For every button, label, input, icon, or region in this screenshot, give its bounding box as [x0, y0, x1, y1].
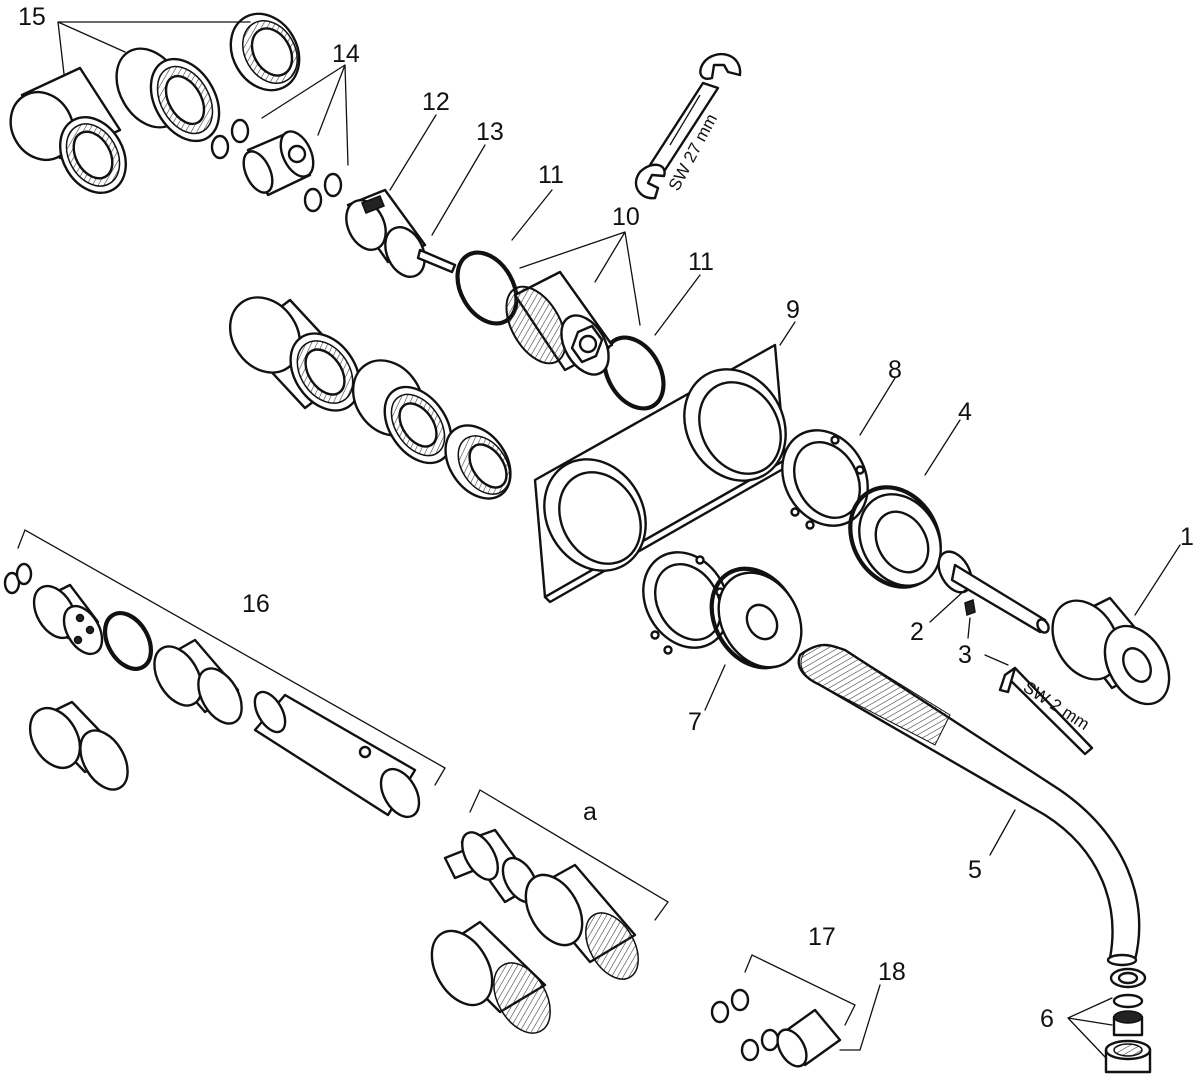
part-16-seals — [3, 562, 33, 595]
part-2-handle — [937, 550, 1050, 634]
label-12: 12 — [422, 88, 450, 116]
label-9: 9 — [786, 296, 800, 324]
part-8-rosette — [781, 429, 869, 530]
hex-key-tool — [998, 666, 1094, 756]
label-11-upper: 11 — [538, 161, 564, 189]
part-18-clip — [776, 1008, 842, 1068]
label-2: 2 — [910, 618, 924, 646]
group-a-nut — [430, 920, 551, 1034]
part-16-tube — [253, 690, 421, 819]
part-17-check-valves — [710, 988, 780, 1062]
part-14-seals-and-valve — [210, 118, 343, 213]
part-11-o-ring-upper — [455, 250, 519, 326]
label-8: 8 — [888, 356, 902, 384]
part-3-set-screw — [964, 598, 976, 617]
part-16-adapter — [153, 638, 243, 725]
part-6-aerator-set — [1104, 967, 1152, 1074]
part-15-ring — [229, 12, 301, 92]
label-6: 6 — [1040, 1005, 1054, 1033]
part-15-sleeve-large — [9, 66, 127, 194]
label-11-lower: 11 — [688, 248, 714, 276]
label-a: a — [583, 798, 597, 826]
part-15-sleeve-medium — [115, 47, 221, 143]
label-18: 18 — [878, 958, 906, 986]
label-4: 4 — [958, 398, 972, 426]
part-16-o-ring — [102, 611, 154, 671]
part-5-spout — [797, 643, 1141, 967]
part-4-seal — [848, 485, 942, 589]
label-1: 1 — [1180, 523, 1194, 551]
part-9-cover-plate — [533, 343, 792, 604]
wrench-tool — [634, 53, 742, 200]
part-10-valve-body — [505, 270, 614, 376]
label-13: 13 — [476, 118, 504, 146]
label-3: 3 — [958, 641, 972, 669]
part-16-nozzle — [32, 583, 104, 656]
part-7-seal — [709, 566, 803, 670]
part-12-cartridge — [345, 188, 457, 278]
part-17-bracket — [744, 954, 856, 1026]
part-1-cap — [1051, 596, 1171, 706]
part-16-bracket — [17, 529, 446, 786]
label-10: 10 — [612, 203, 640, 231]
label-15: 15 — [18, 3, 46, 31]
label-14: 14 — [332, 40, 360, 68]
label-5: 5 — [968, 856, 982, 884]
label-7: 7 — [688, 708, 702, 736]
label-16: 16 — [242, 590, 270, 618]
part-11-o-ring-lower — [602, 335, 666, 411]
sleeve-middle-large — [228, 296, 361, 412]
ring-middle — [444, 424, 512, 500]
sleeve-middle-medium — [351, 359, 453, 465]
group-a-bracket — [469, 789, 669, 921]
part-16-cap — [28, 700, 129, 791]
group-a-sleeve — [524, 863, 639, 980]
label-17: 17 — [808, 923, 836, 951]
